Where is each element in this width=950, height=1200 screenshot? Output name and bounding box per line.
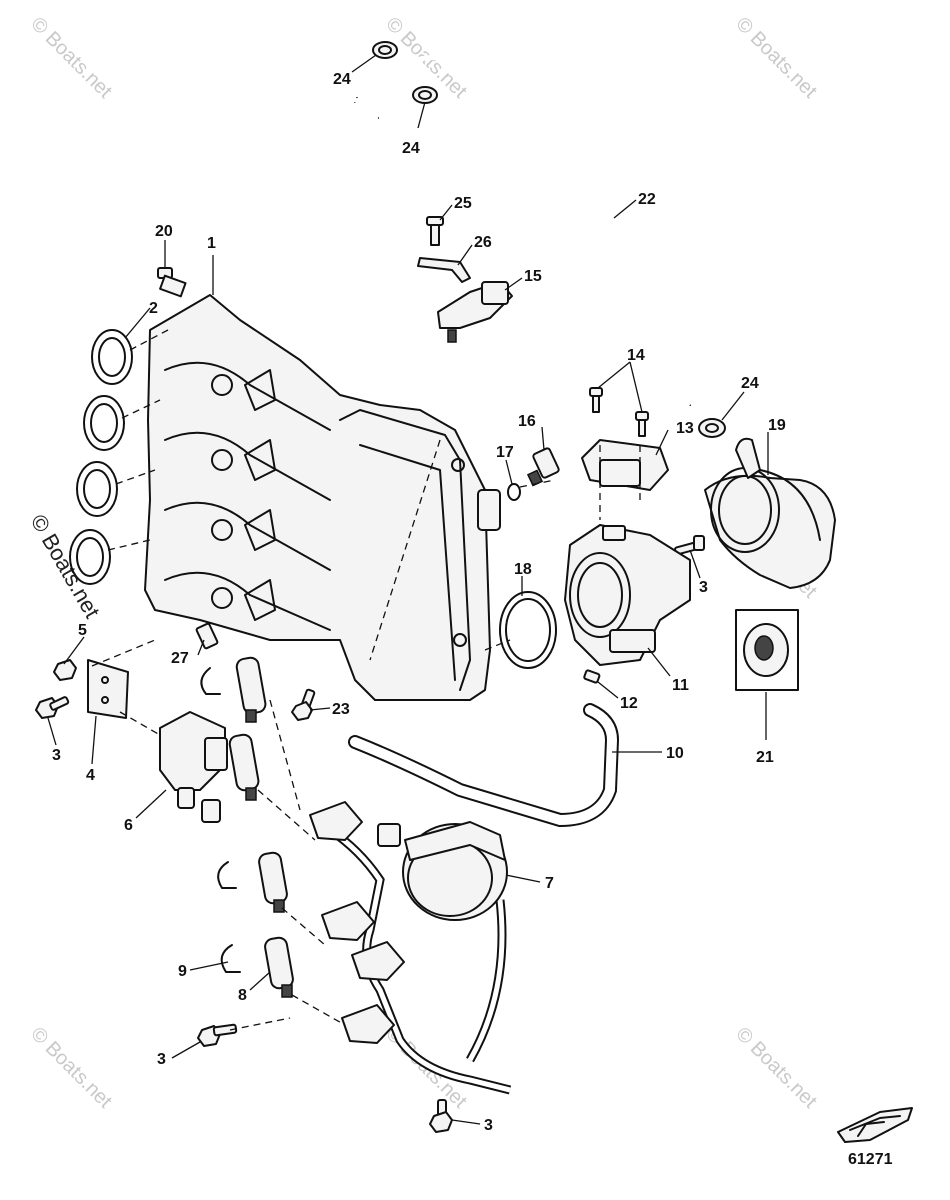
callout-24-upper-lower: 24	[402, 140, 420, 157]
part-20-stud	[157, 267, 187, 298]
part-18-throttle-gasket	[499, 591, 557, 669]
callout-3-bottom: 3	[484, 1117, 493, 1134]
callout-23: 23	[332, 701, 350, 718]
part-8-fuel-injectors	[228, 656, 294, 998]
callout-12: 12	[620, 695, 638, 712]
callout-numbers: 24 24 22 25 26 15 20 1 2 14 24 16 17 13 …	[52, 71, 786, 1134]
callout-3-throttle: 3	[699, 579, 708, 596]
boat-icon	[837, 1107, 913, 1143]
leader-lines	[47, 54, 769, 1125]
callout-19: 19	[768, 417, 786, 434]
callout-20: 20	[155, 223, 173, 240]
part-27-stud	[195, 622, 219, 650]
callout-2: 2	[149, 300, 158, 317]
figure-number: 61271	[848, 1151, 893, 1168]
callout-10: 10	[666, 745, 684, 762]
part-19-intake-elbow	[704, 437, 836, 589]
watermark-left-dark: © Boats.net	[26, 510, 105, 622]
callout-13: 13	[676, 420, 694, 437]
callout-7: 7	[545, 875, 554, 892]
watermark-top-right: © Boats.net	[731, 13, 821, 103]
callout-3-left: 3	[52, 747, 61, 764]
part-7-harness-module	[309, 801, 512, 1095]
part-15-map-sensor	[437, 281, 513, 343]
callout-18: 18	[514, 561, 532, 578]
part-5-nut	[53, 659, 77, 681]
callout-25: 25	[454, 195, 472, 212]
part-22-vent-hose	[352, 55, 692, 407]
callout-9: 9	[178, 963, 187, 980]
part-3-bolt-lower	[197, 1023, 238, 1047]
part-17-o-ring	[507, 483, 521, 501]
callout-6: 6	[124, 817, 133, 834]
part-16-temperature-sensor	[526, 447, 560, 487]
part-3-bolt-bottom	[429, 1099, 453, 1133]
callout-21: 21	[756, 749, 774, 766]
part-6-idle-air-valve	[159, 711, 228, 823]
part-23-bolt	[291, 688, 316, 721]
watermark-bottom-right: © Boats.net	[731, 1023, 821, 1113]
callout-15: 15	[524, 268, 542, 285]
assembly-lines	[91, 329, 641, 1031]
callout-24-right: 24	[741, 375, 759, 392]
part-26-bracket	[417, 257, 471, 283]
part-21-cap	[735, 609, 799, 691]
part-4-bracket	[87, 659, 129, 719]
part-24-hose-clamps	[372, 41, 726, 438]
watermark-bottom-left: © Boats.net	[26, 1023, 116, 1113]
callout-24-upper-left: 24	[333, 71, 351, 88]
part-9-injector-clips	[200, 667, 241, 973]
callout-14: 14	[627, 347, 645, 364]
callout-1: 1	[207, 235, 216, 252]
callout-4: 4	[86, 767, 95, 784]
callout-22: 22	[638, 191, 656, 208]
watermark-top-left: © Boats.net	[26, 13, 116, 103]
callout-3-lower-left: 3	[157, 1051, 166, 1068]
part-1-intake-manifold	[144, 294, 501, 701]
part-11-throttle-body	[564, 524, 691, 666]
part-10-hose	[348, 703, 620, 828]
part-13-sensor-bracket	[581, 439, 669, 491]
callout-26: 26	[474, 234, 492, 251]
callout-11: 11	[672, 677, 689, 694]
callout-16: 16	[518, 413, 536, 430]
callout-17: 17	[496, 444, 514, 461]
part-14-screws	[589, 387, 649, 437]
callout-5: 5	[78, 622, 87, 639]
part-12-plug	[583, 669, 601, 684]
callout-27: 27	[171, 650, 189, 667]
part-25-screw	[426, 216, 444, 246]
part-3-bolt-bracket	[35, 696, 70, 719]
part-2-intake-gaskets	[69, 329, 133, 585]
callout-8: 8	[238, 987, 247, 1004]
part-3-bolt-throttle	[674, 535, 705, 556]
